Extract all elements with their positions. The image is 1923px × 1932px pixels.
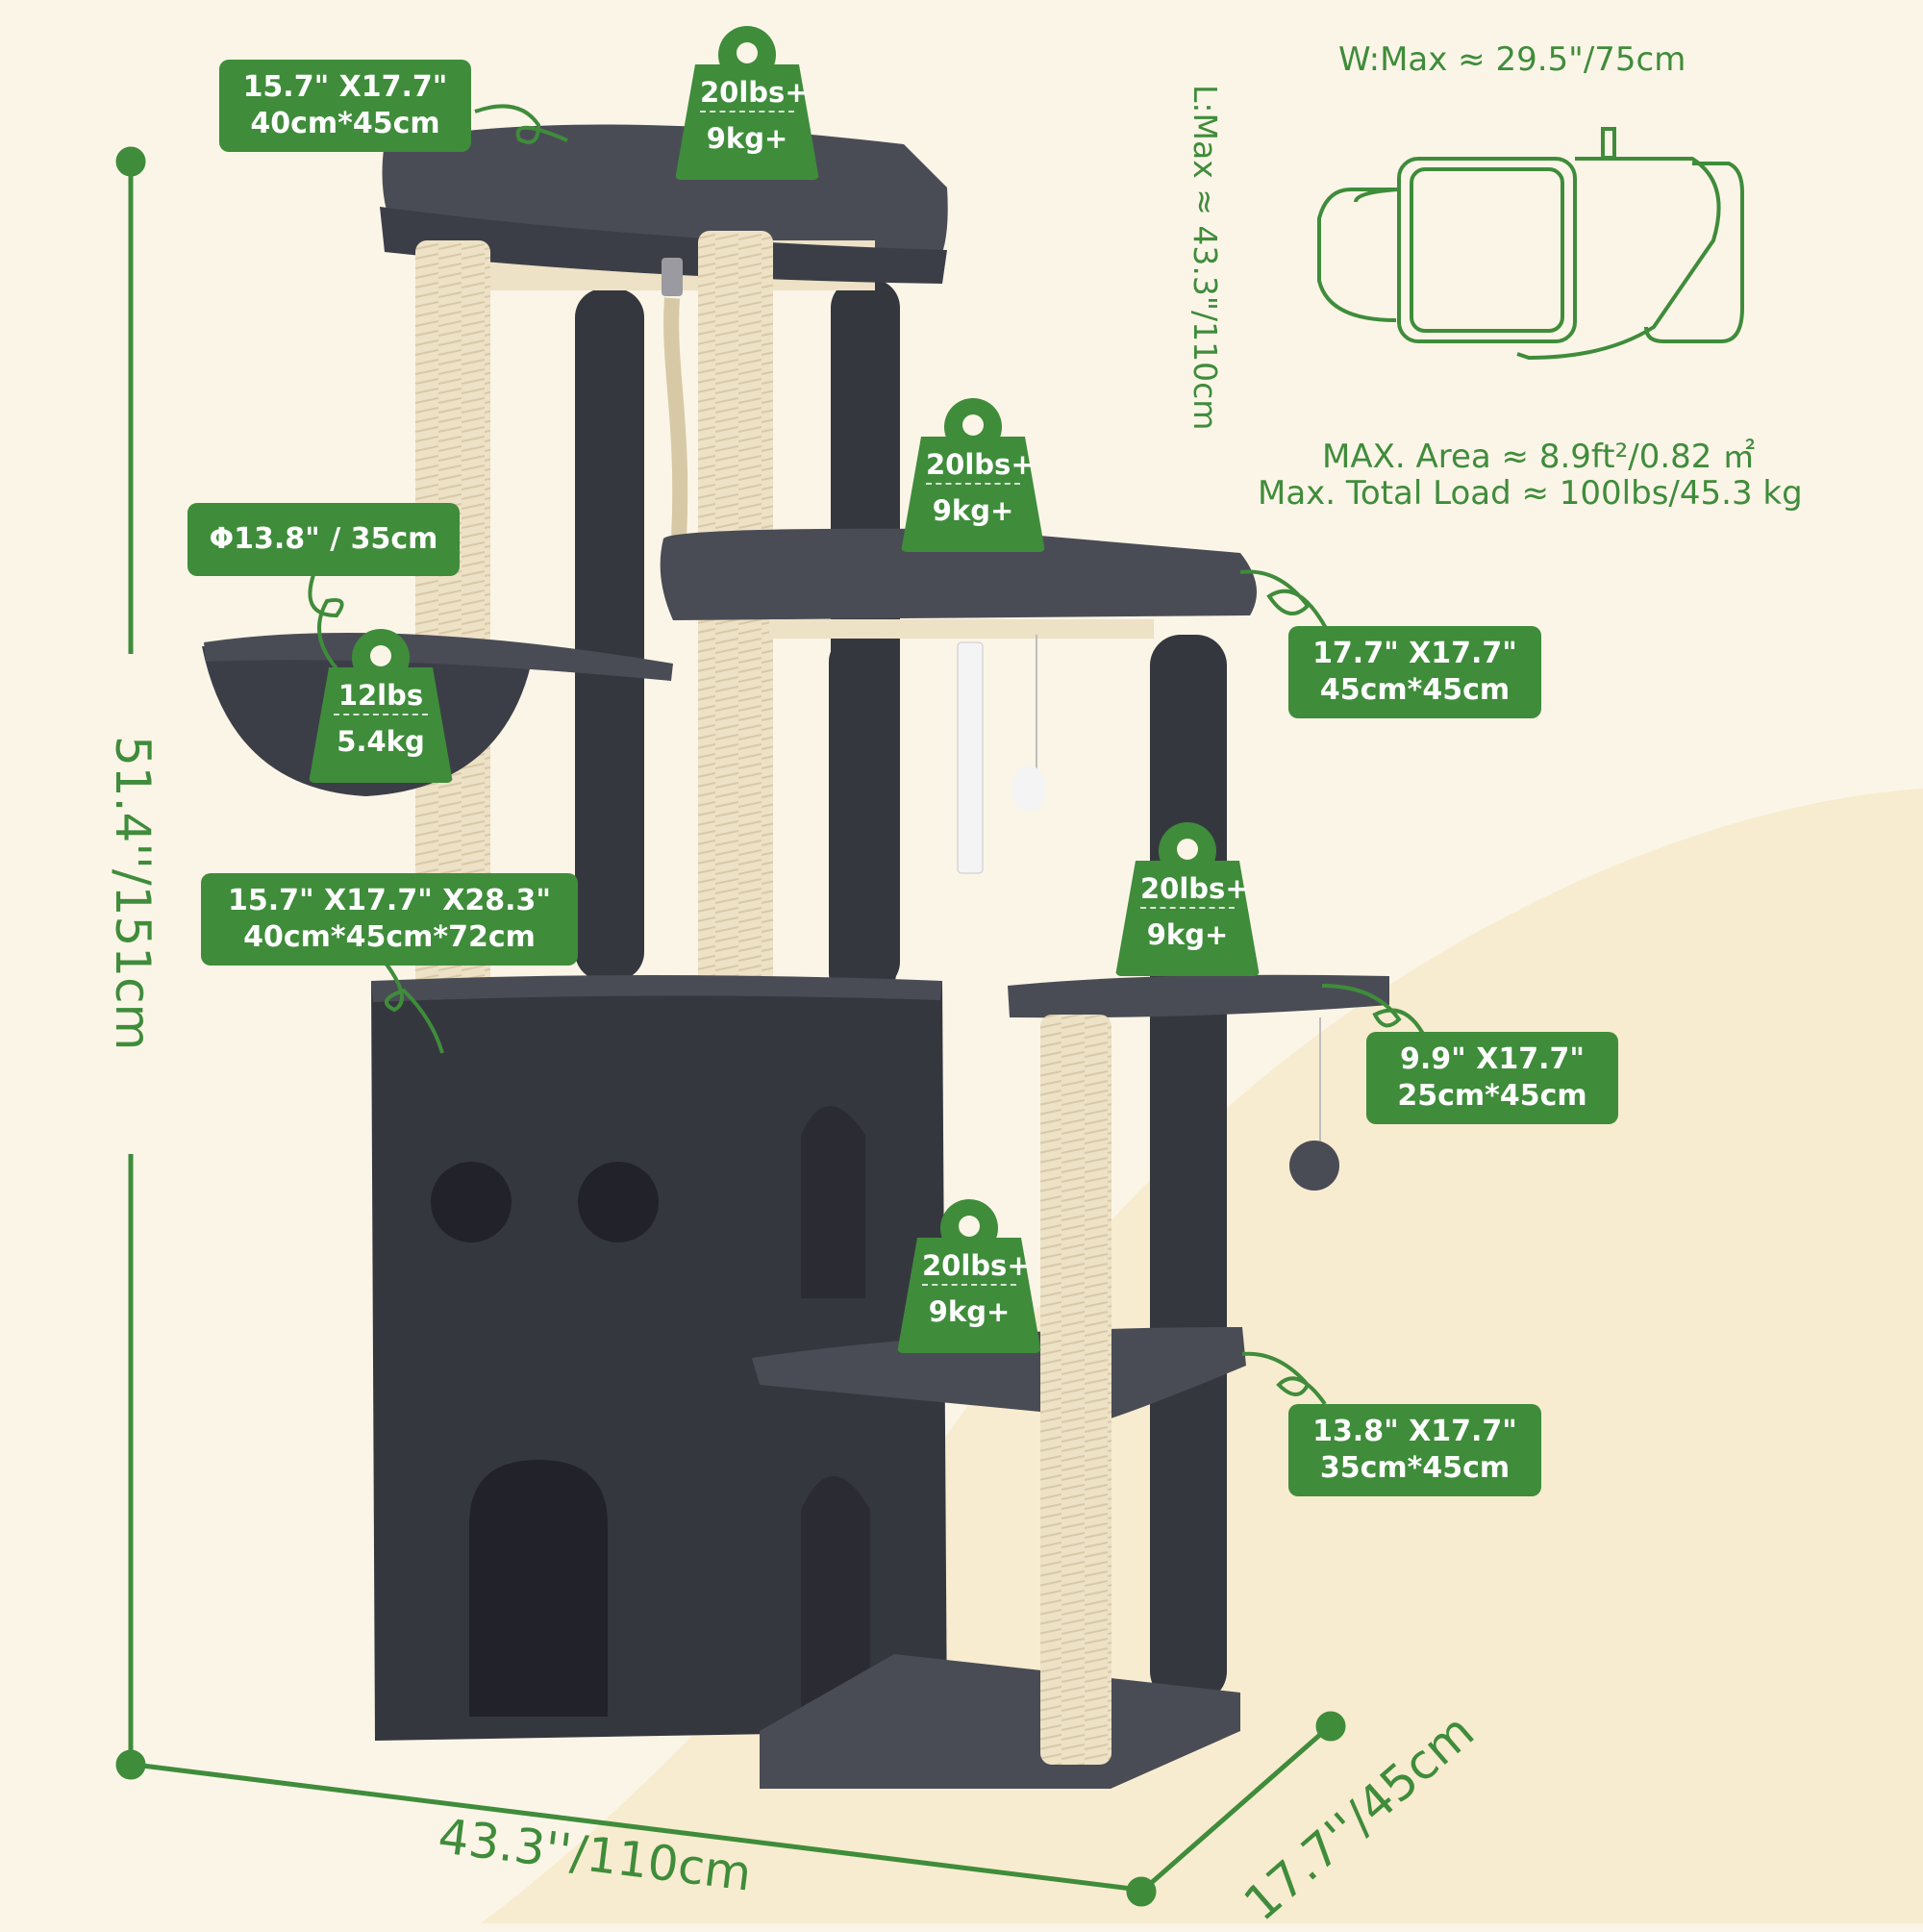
hanging-strap <box>957 641 984 874</box>
middle-perch <box>660 528 1258 620</box>
low-platform <box>752 1327 1246 1418</box>
toy-mouse <box>1011 765 1046 812</box>
condo-hole-left <box>431 1162 512 1242</box>
hanging-ball-toy <box>1289 1141 1339 1191</box>
condo-door <box>469 1460 608 1717</box>
footprint-length-label: L:Max ≈ 43.3"/110cm <box>1186 85 1224 431</box>
small-platform-size-tag: 9.9" X17.7" 25cm*45cm <box>1366 1032 1618 1124</box>
top-weight-badge: 20lbs+ 9kg+ <box>675 26 819 180</box>
max-area-label: MAX. Area ≈ 8.9ft²/0.82 ㎡ <box>1322 438 1756 476</box>
mid-post-left <box>829 635 896 1000</box>
max-total-load-label: Max. Total Load ≈ 100lbs/45.3 kg <box>1258 474 1803 513</box>
back-post-left <box>575 289 644 981</box>
sisal-post-left <box>415 240 490 991</box>
footprint-width-label: W:Max ≈ 29.5"/75cm <box>1338 40 1686 79</box>
condo-hole-right <box>578 1162 659 1242</box>
footprint-outline <box>1317 127 1744 361</box>
condo-size-tag: 15.7" X17.7" X28.3" 40cm*45cm*72cm <box>201 873 578 966</box>
middle-perch-size-tag: 17.7" X17.7" 45cm*45cm <box>1288 626 1541 718</box>
small-platform-weight-badge: 20lbs+ 9kg+ <box>1115 822 1260 976</box>
low-platform-weight-badge: 20lbs+ 9kg+ <box>897 1199 1041 1353</box>
height-dimension: 51.4''/151cm <box>105 736 161 1051</box>
low-platform-size-tag: 13.8" X17.7" 35cm*45cm <box>1288 1404 1541 1496</box>
middle-weight-badge: 20lbs+ 9kg+ <box>901 398 1045 552</box>
base-platform <box>760 1654 1240 1789</box>
footprint-panel <box>1271 104 1787 394</box>
basket-weight-badge: 12lbs 5.4kg <box>309 629 453 783</box>
sisal-post-right <box>1040 1015 1111 1765</box>
small-platform <box>1008 974 1389 1018</box>
top-perch-size-tag: 15.7" X17.7" 40cm*45cm <box>219 60 471 152</box>
basket-size-tag: Φ13.8" / 35cm <box>187 503 460 576</box>
tall-post-right <box>1150 635 1227 1702</box>
